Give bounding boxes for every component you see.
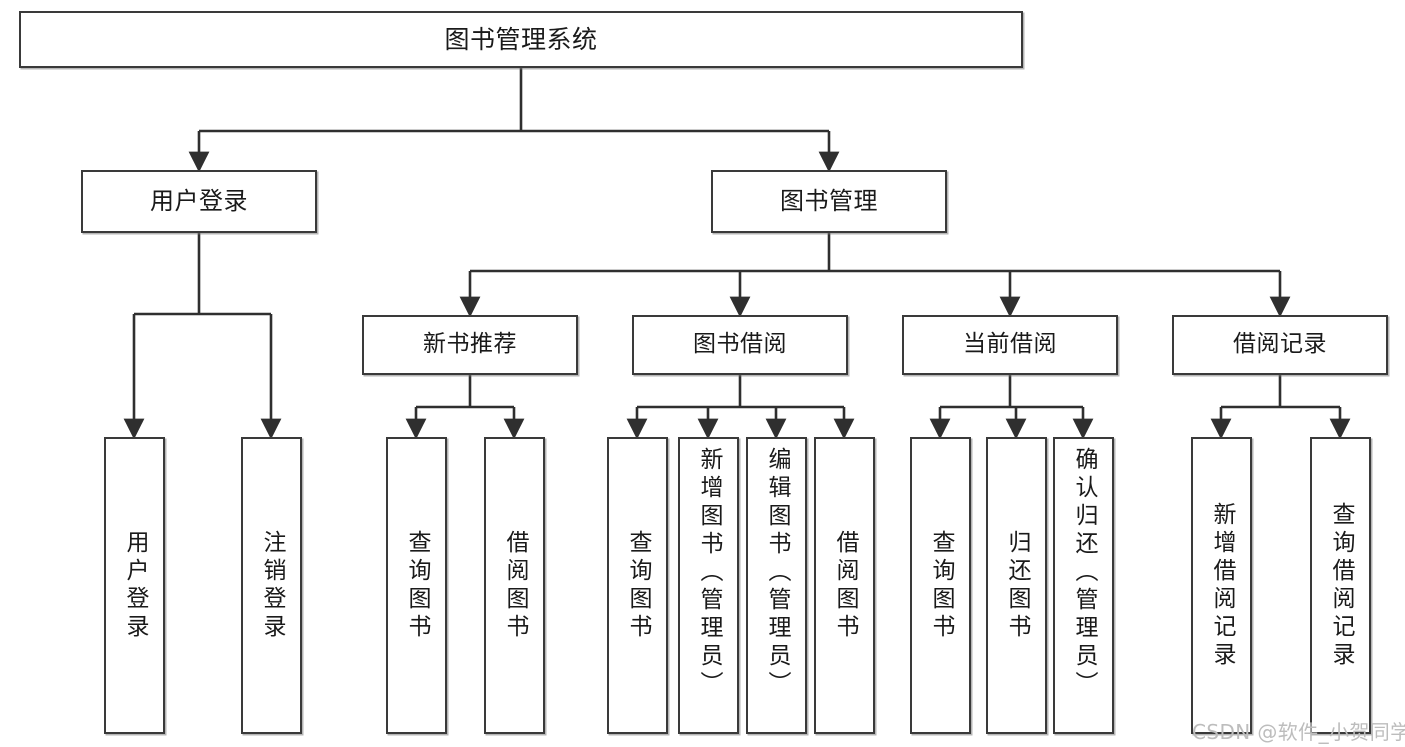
- node-leaf-borrow-book-1-label: 借阅图书: [502, 529, 528, 642]
- node-borrow-record-label: 借阅记录: [1233, 331, 1327, 358]
- node-leaf-edit-book[interactable]: 编辑图书（管理员）: [746, 437, 807, 734]
- node-leaf-query-borrow-record-label: 查询借阅记录: [1328, 501, 1354, 670]
- node-leaf-logout-login-label: 注销登录: [259, 529, 285, 642]
- node-leaf-user-login-label: 用户登录: [122, 529, 148, 642]
- node-leaf-edit-book-label: 编辑图书（管理员）: [764, 447, 790, 699]
- node-leaf-return-book-label: 归还图书: [1004, 529, 1030, 642]
- node-leaf-query-book-3-label: 查询图书: [928, 529, 954, 642]
- node-current-borrow[interactable]: 当前借阅: [902, 315, 1118, 375]
- node-leaf-query-book-2-label: 查询图书: [625, 529, 651, 642]
- node-leaf-query-borrow-record[interactable]: 查询借阅记录: [1310, 437, 1371, 734]
- node-leaf-confirm-return-label: 确认归还（管理员）: [1071, 447, 1097, 699]
- node-user-login-label: 用户登录: [150, 187, 248, 216]
- node-root[interactable]: 图书管理系统: [19, 11, 1023, 68]
- node-leaf-confirm-return[interactable]: 确认归还（管理员）: [1053, 437, 1114, 734]
- node-book-manage-label: 图书管理: [780, 187, 878, 216]
- node-leaf-borrow-book-2[interactable]: 借阅图书: [814, 437, 875, 734]
- node-leaf-return-book[interactable]: 归还图书: [986, 437, 1047, 734]
- node-leaf-add-book-label: 新增图书（管理员）: [696, 447, 722, 699]
- node-user-login[interactable]: 用户登录: [81, 170, 317, 233]
- node-leaf-query-book-3[interactable]: 查询图书: [910, 437, 971, 734]
- node-new-book-rec[interactable]: 新书推荐: [362, 315, 578, 375]
- node-leaf-query-book-2[interactable]: 查询图书: [607, 437, 668, 734]
- node-leaf-borrow-book-2-label: 借阅图书: [832, 529, 858, 642]
- node-root-label: 图书管理系统: [444, 24, 598, 54]
- node-book-borrow-label: 图书借阅: [693, 331, 787, 358]
- node-new-book-rec-label: 新书推荐: [423, 331, 517, 358]
- node-leaf-add-book[interactable]: 新增图书（管理员）: [678, 437, 739, 734]
- node-leaf-query-book-1-label: 查询图书: [404, 529, 430, 642]
- node-leaf-user-login[interactable]: 用户登录: [104, 437, 165, 734]
- node-leaf-add-borrow-record-label: 新增借阅记录: [1209, 501, 1235, 670]
- node-leaf-add-borrow-record[interactable]: 新增借阅记录: [1191, 437, 1252, 734]
- node-leaf-logout-login[interactable]: 注销登录: [241, 437, 302, 734]
- node-borrow-record[interactable]: 借阅记录: [1172, 315, 1388, 375]
- node-current-borrow-label: 当前借阅: [963, 331, 1057, 358]
- node-leaf-query-book-1[interactable]: 查询图书: [386, 437, 447, 734]
- node-book-manage[interactable]: 图书管理: [711, 170, 947, 233]
- node-book-borrow[interactable]: 图书借阅: [632, 315, 848, 375]
- node-leaf-borrow-book-1[interactable]: 借阅图书: [484, 437, 545, 734]
